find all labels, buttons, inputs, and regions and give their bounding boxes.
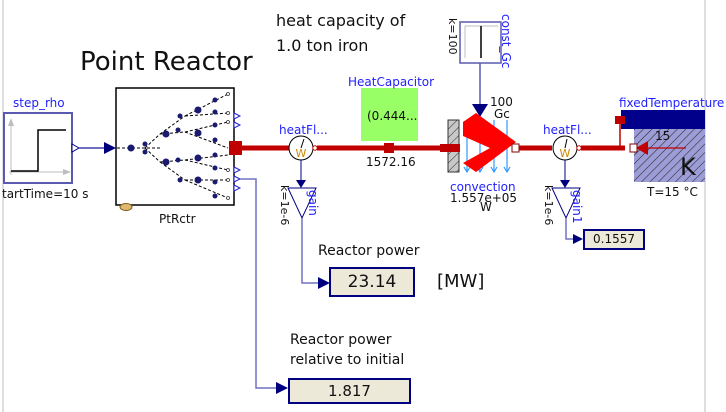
gc-label: Gc <box>494 107 510 121</box>
gain1-label[interactable]: gain1 <box>570 190 584 224</box>
step-rho-block[interactable] <box>3 112 81 184</box>
fixed-temperature-label[interactable]: fixedTemperature <box>619 96 725 110</box>
relative-power-label-2: relative to initial <box>290 352 405 368</box>
capacitor-port[interactable] <box>384 143 394 153</box>
input-arrow-icon <box>472 104 488 117</box>
reactor-connector-icon <box>119 203 133 211</box>
const-gc-label[interactable]: const_Gc <box>499 14 513 69</box>
convection-arrow-icon <box>463 113 516 172</box>
connection-gain-display <box>301 218 320 284</box>
reactor-power-unit: [MW] <box>437 271 485 292</box>
fixed-temperature-param: T=15 °C <box>647 185 698 199</box>
gc-value: 100 <box>490 95 513 109</box>
reactor-power-label: Reactor power <box>318 243 420 259</box>
gain-param: k=1e-6 <box>278 185 291 226</box>
heat-capacitor-block[interactable] <box>361 88 418 141</box>
convection-label[interactable]: convection <box>450 180 516 194</box>
gain-block[interactable] <box>287 187 317 220</box>
connection-relative-power <box>240 178 276 389</box>
svg-text:W: W <box>560 147 571 160</box>
annotation-line-1: heat capacity of <box>276 11 406 30</box>
heat-capacitor-value: (0.444... <box>367 109 418 123</box>
step-rho-label[interactable]: step_rho <box>13 96 65 110</box>
reactor-power-display[interactable]: 23.14 <box>329 267 415 297</box>
diagram-title: Point Reactor <box>80 47 253 77</box>
gain-label[interactable]: gain <box>306 190 320 216</box>
gain1-output-display[interactable]: 0.1557 <box>583 229 645 250</box>
heat-flow-sensor-2[interactable]: W <box>552 135 582 161</box>
connection-gain1-display <box>565 218 575 240</box>
point-reactor-block[interactable] <box>115 87 242 211</box>
const-gc-param: k=100 <box>446 18 459 55</box>
fixed-temperature-value: 15 <box>655 129 671 143</box>
heat-flow-sensor-1-label[interactable]: heatFl... <box>279 123 328 137</box>
svg-text:W: W <box>296 147 307 160</box>
fixed-temperature-block[interactable] <box>615 110 705 182</box>
const-gc-block[interactable] <box>459 21 502 64</box>
relative-power-label-1: Reactor power <box>290 332 392 348</box>
step-rho-param: tartTime=10 s <box>2 187 89 201</box>
input-arrow-icon <box>276 382 288 394</box>
fixed-temperature-unit: K <box>680 153 696 181</box>
convection-value: 1.557e+05 <box>450 191 518 205</box>
reactor-heat-port[interactable] <box>229 141 242 155</box>
input-arrow-icon <box>318 277 330 289</box>
input-arrow-icon <box>573 234 583 244</box>
annotation-line-2: 1.0 ton iron <box>276 36 369 55</box>
heat-capacitor-label[interactable]: HeatCapacitor <box>348 75 435 89</box>
reactor-label[interactable]: PtRctr <box>159 212 196 226</box>
relative-power-display[interactable]: 1.817 <box>288 378 411 404</box>
heat-flow-sensor-2-label[interactable]: heatFl... <box>543 123 592 137</box>
gain1-param: k=1e-6 <box>542 185 555 226</box>
input-arrow-icon <box>296 180 306 188</box>
gain1-block[interactable] <box>551 187 581 220</box>
heat-flow-sensor-1[interactable]: W <box>288 135 318 161</box>
input-arrow-icon <box>560 180 570 188</box>
heat-capacitor-temp: 1572.16 <box>366 155 416 169</box>
convection-unit: W <box>480 200 492 214</box>
convection-block[interactable] <box>440 113 520 174</box>
input-arrow-icon <box>104 142 116 154</box>
